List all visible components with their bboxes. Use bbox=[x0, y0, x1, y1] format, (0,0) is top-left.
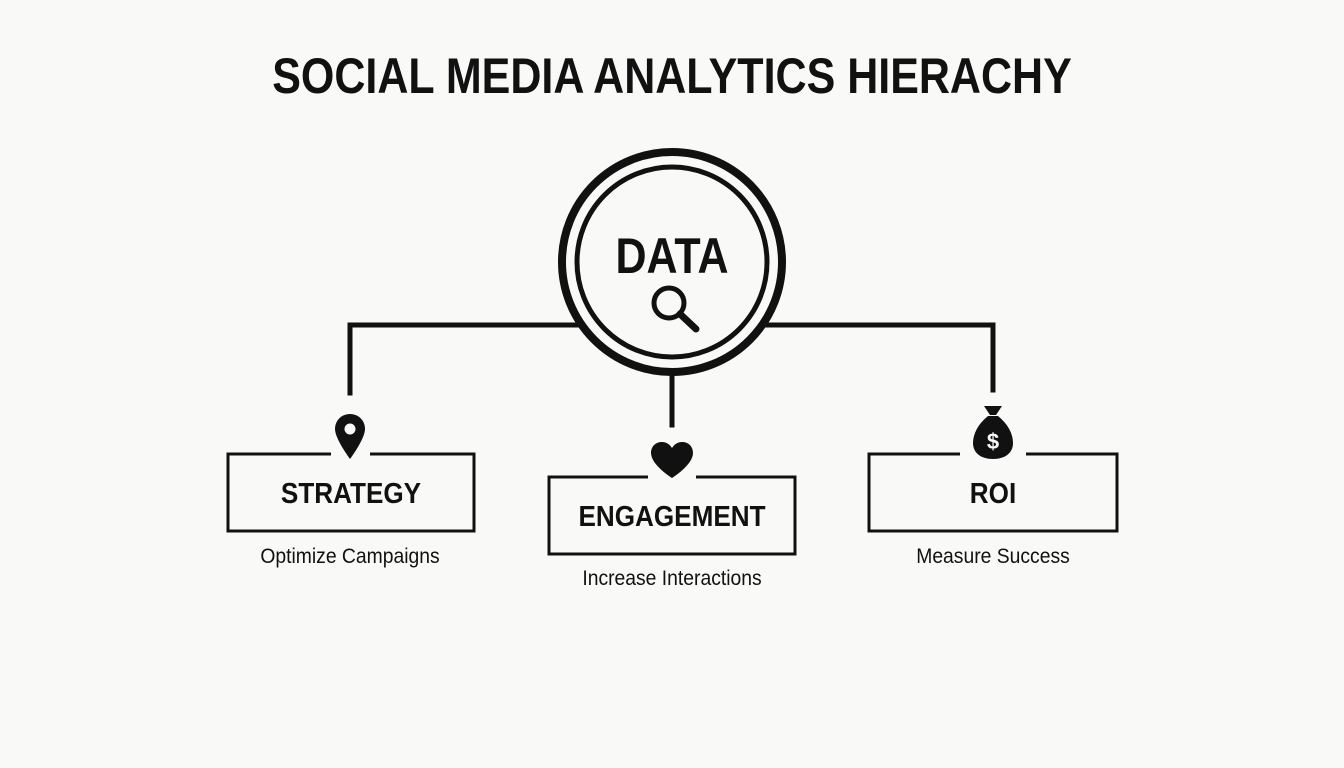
roi-box-border bbox=[867, 452, 1119, 533]
strategy-box-border bbox=[226, 452, 476, 533]
node-subtitle-strategy: Optimize Campaigns bbox=[260, 545, 440, 568]
strategy-node bbox=[226, 414, 476, 533]
center-node bbox=[558, 148, 786, 376]
money-bag-icon: $ bbox=[973, 406, 1013, 459]
roi-node: $ bbox=[867, 406, 1119, 533]
node-label-strategy: STRATEGY bbox=[280, 478, 422, 510]
magnifier-icon bbox=[651, 285, 700, 333]
engagement-node bbox=[547, 442, 797, 556]
node-label-engagement: ENGAGEMENT bbox=[578, 501, 766, 533]
connectors bbox=[347, 322, 996, 428]
svg-text:$: $ bbox=[987, 429, 999, 454]
heart-icon bbox=[651, 442, 693, 478]
connector-roi bbox=[761, 322, 996, 393]
node-subtitle-engagement: Increase Interactions bbox=[582, 567, 762, 590]
node-label-roi: ROI bbox=[969, 478, 1017, 510]
center-label: DATA bbox=[615, 228, 729, 284]
diagram-title: SOCIAL MEDIA ANALYTICS HIERACHY bbox=[272, 48, 1072, 104]
center-inner-ring bbox=[574, 164, 770, 360]
location-pin-icon bbox=[335, 414, 365, 459]
connector-strategy bbox=[347, 322, 583, 396]
node-subtitle-roi: Measure Success bbox=[916, 545, 1070, 568]
engagement-box-border bbox=[547, 475, 797, 556]
